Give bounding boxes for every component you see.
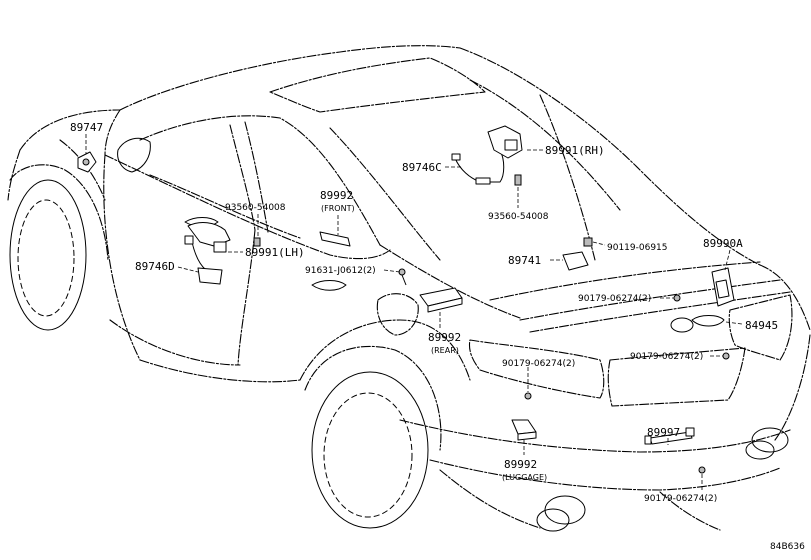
part-89991lh-shape xyxy=(187,222,261,253)
label-90179-a: 90179-06274(2) xyxy=(578,294,651,304)
label-89741: 89741 xyxy=(508,254,541,267)
label-90179-c: 90179-06274(2) xyxy=(630,352,703,362)
part-89746d-shape xyxy=(184,235,223,285)
label-89992-front: 89992 xyxy=(320,189,353,202)
label-89746d: 89746D xyxy=(135,260,175,273)
label-89997: 89997 xyxy=(647,426,680,439)
label-84945: 84945 xyxy=(745,319,778,332)
label-rear-note: (REAR) xyxy=(431,346,459,355)
label-89991-lh: 89991(LH) xyxy=(245,246,305,259)
part-93560-top-shape xyxy=(514,174,522,186)
label-91631: 91631-J0612(2) xyxy=(305,266,376,276)
part-89991rh-shape xyxy=(487,125,523,159)
part-89747-shape xyxy=(77,151,97,173)
part-89746c-shape xyxy=(451,149,505,185)
label-89747: 89747 xyxy=(70,121,103,134)
label-89991-rh: 89991(RH) xyxy=(545,144,605,157)
part-89997-shape xyxy=(644,427,695,445)
label-90179-d: 90179-06274(2) xyxy=(644,494,717,504)
label-luggage-note: (LUGGAGE) xyxy=(502,473,547,482)
diagram-code: 84B636 xyxy=(770,542,805,552)
part-84945-shape xyxy=(691,315,725,327)
part-89990a-shape xyxy=(711,267,735,307)
label-89746c: 89746C xyxy=(402,161,442,174)
label-89992-rear: 89992 xyxy=(428,331,461,344)
part-91631-shape xyxy=(398,268,407,286)
label-93560-right: 93560-54008 xyxy=(225,203,286,213)
part-90119-shape xyxy=(583,237,593,247)
part-89992-rear-shape xyxy=(419,287,463,313)
label-89992-luggage: 89992 xyxy=(504,458,537,471)
label-90179-b: 90179-06274(2) xyxy=(502,359,575,369)
part-89992-luggage-shape xyxy=(511,419,537,441)
car-body xyxy=(7,45,811,532)
leader-lines xyxy=(85,134,743,490)
part-89992-front-shape xyxy=(319,231,351,247)
label-93560-top: 93560-54008 xyxy=(488,212,549,222)
label-front-note: (FRONT) xyxy=(321,204,355,213)
part-89741-shape xyxy=(562,251,589,271)
label-90119: 90119-06915 xyxy=(607,243,668,253)
label-89990a: 89990A xyxy=(703,237,743,250)
